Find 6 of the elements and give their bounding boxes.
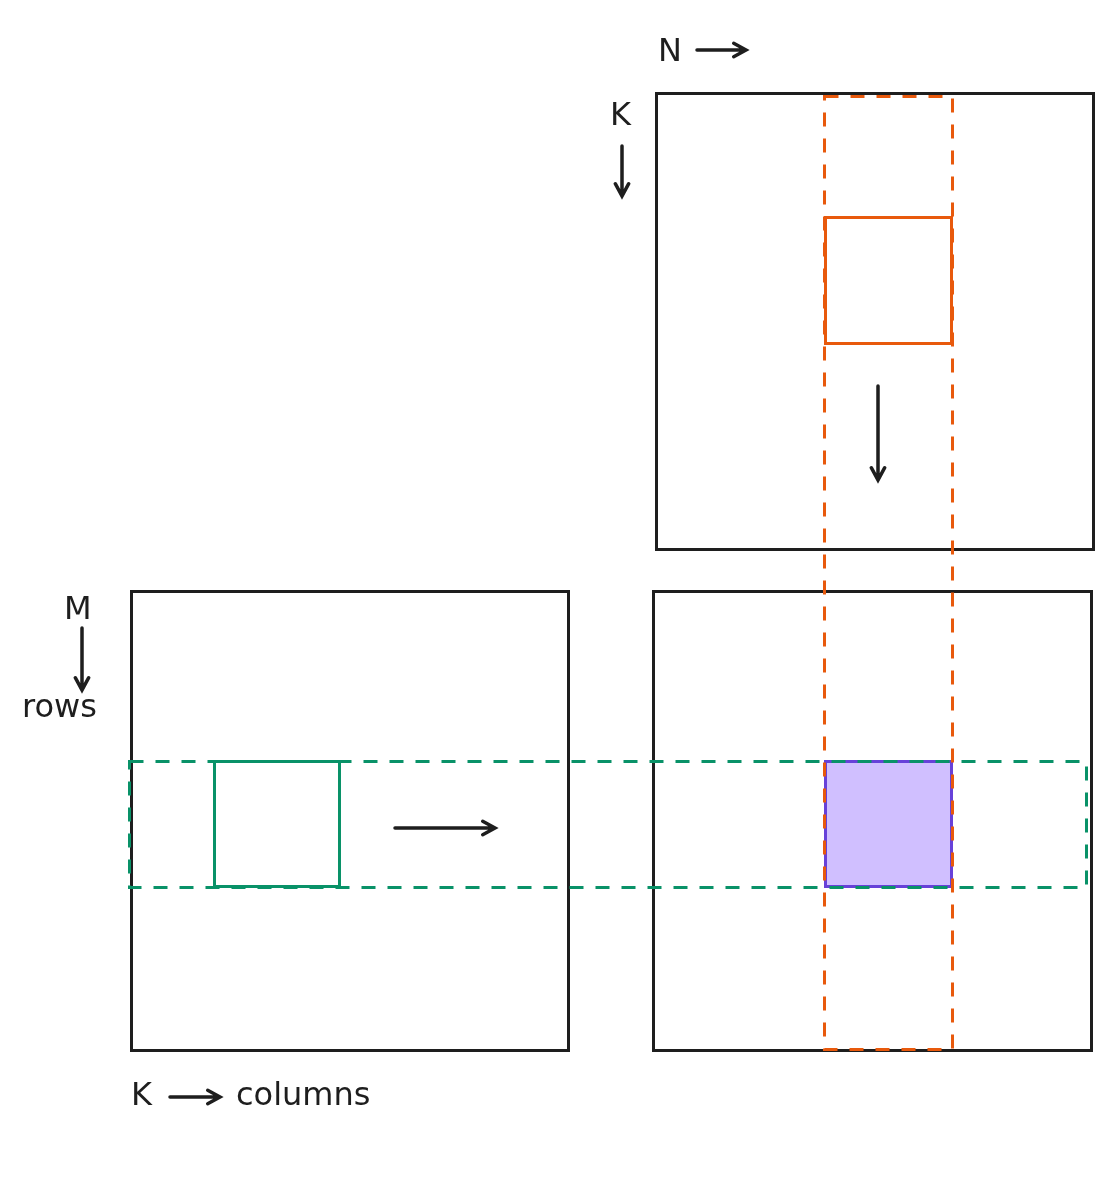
- axis-label: M: [64, 592, 92, 624]
- axis-label: N: [658, 34, 682, 66]
- axis-label: rows: [22, 690, 97, 722]
- axis-label: K: [131, 1078, 152, 1110]
- axis-label: columns: [236, 1078, 371, 1110]
- axis-label: K: [610, 98, 631, 130]
